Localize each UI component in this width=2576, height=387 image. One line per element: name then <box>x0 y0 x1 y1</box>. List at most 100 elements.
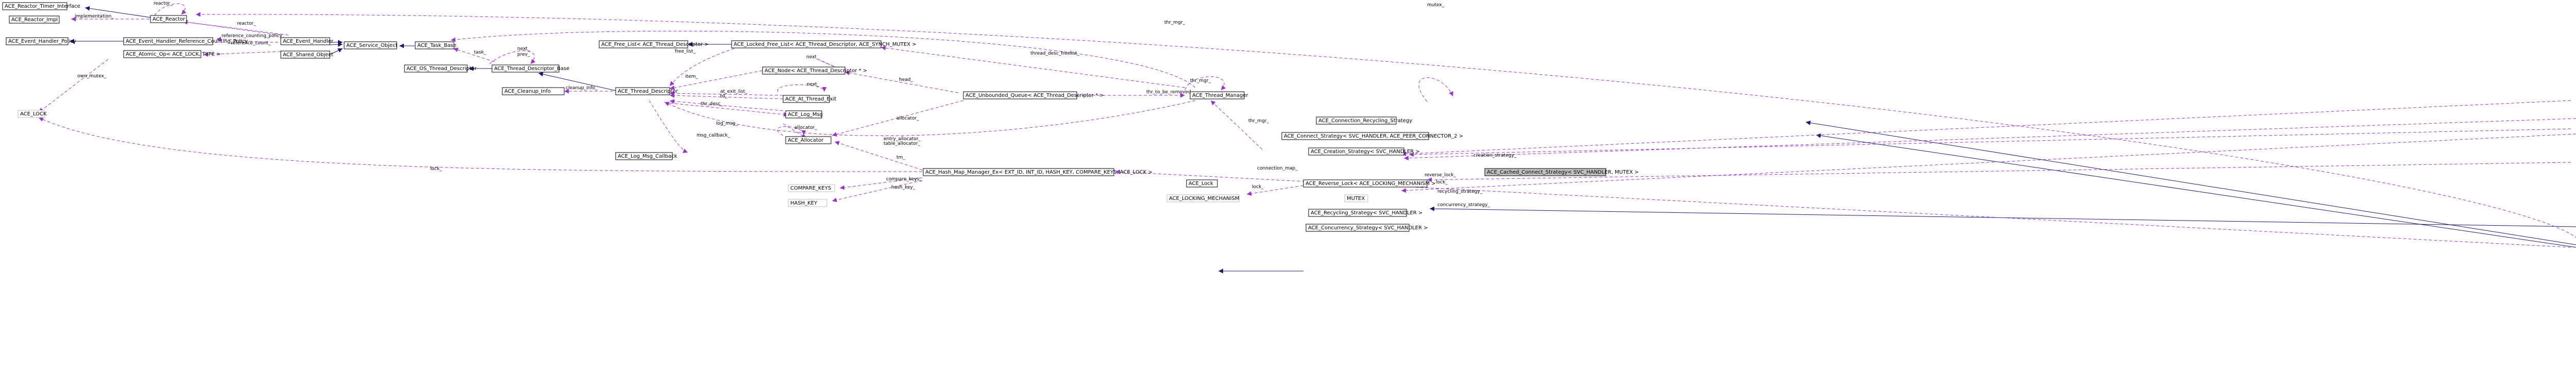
node-concurrency-strategy[interactable]: ACE_Concurrency_Strategy< SVC_HANDLER > <box>1306 224 1428 232</box>
usage-edges <box>38 3 2576 248</box>
svg-text:ACE_Recycling_Strategy< SVC_HA: ACE_Recycling_Strategy< SVC_HANDLER > <box>1311 210 1422 216</box>
node-creation-strategy[interactable]: ACE_Creation_Strategy< SVC_HANDLER > <box>1308 147 1420 156</box>
label-table-allocator: table_allocator_ <box>884 141 921 146</box>
edge-label-reactor-self: reactor_ <box>154 1 173 6</box>
svg-text:ACE_Cleanup_Info: ACE_Cleanup_Info <box>504 89 551 94</box>
svg-text:COMPARE_KEYS: COMPARE_KEYS <box>790 186 831 191</box>
edge-label-reference-count: reference_count_ <box>231 41 271 46</box>
edge-label-next-node: next_ <box>806 55 819 60</box>
svg-text:ACE_Reactor_Impl: ACE_Reactor_Impl <box>11 17 58 23</box>
edge-label-entry-allocator: entry_allocator_ table_allocator_ <box>884 137 922 146</box>
svg-text:ACE_Log_Msg: ACE_Log_Msg <box>788 112 823 117</box>
label-prev: prev_ <box>517 52 530 57</box>
edge-label-head: head_ <box>899 77 913 82</box>
svg-text:ACE_Event_Handler_Reference_Co: ACE_Event_Handler_Reference_Counting_Pol… <box>126 39 248 44</box>
node-cached-connect-strategy[interactable]: ACE_Cached_Connect_Strategy< SVC_HANDLER… <box>1484 168 1639 176</box>
node-thread-descriptor[interactable]: ACE_Thread_Descriptor <box>615 87 679 95</box>
node-reactor-timer-interface[interactable]: ACE_Reactor_Timer_Interface <box>2 2 80 10</box>
edge-label-reactor: reactor_ <box>237 21 256 26</box>
svg-text:ACE_LOCKING_MECHANISM: ACE_LOCKING_MECHANISM <box>1169 196 1239 201</box>
svg-text:ACE_Thread_Descriptor_Base: ACE_Thread_Descriptor_Base <box>494 66 569 72</box>
label-next: next_ <box>517 46 530 52</box>
node-hash-key[interactable]: HASH_KEY <box>788 199 827 207</box>
edge-label-allocator-uq: allocator_ <box>896 116 919 121</box>
edge-label-concurrency-strategy: concurrency_strategy_ <box>1437 203 1490 208</box>
edge-label-thr-desc: thr_desc_ <box>701 102 723 107</box>
node-free-list[interactable]: ACE_Free_List< ACE_Thread_Descriptor > <box>599 40 709 48</box>
svg-text:ACE_Cached_Connect_Strategy< S: ACE_Cached_Connect_Strategy< SVC_HANDLER… <box>1487 170 1639 175</box>
node-reactor-impl[interactable]: ACE_Reactor_Impl <box>9 15 60 24</box>
label-at-exit-list: at_exit_list_ <box>720 89 748 94</box>
svg-text:ACE_LOCK: ACE_LOCK <box>20 111 47 117</box>
node-allocator[interactable]: ACE_Allocator <box>785 136 832 144</box>
svg-text:ACE_Allocator: ACE_Allocator <box>788 138 824 143</box>
node-event-handler-ref-counting-policy[interactable]: ACE_Event_Handler_Reference_Counting_Pol… <box>123 37 248 45</box>
node-service-object[interactable]: ACE_Service_Object <box>344 41 398 49</box>
node-hash-map-manager[interactable]: ACE_Hash_Map_Manager_Ex< EXT_ID, INT_ID,… <box>923 168 1153 176</box>
edge-label-thr-to-be-removed: thr_to_be_removed_ <box>1146 90 1194 95</box>
svg-text:ACE_Node< ACE_Thread_Descripto: ACE_Node< ACE_Thread_Descriptor * > <box>765 68 867 74</box>
svg-text:HASH_KEY: HASH_KEY <box>790 200 818 206</box>
edge-label-next-prev: next_ prev_ <box>517 46 531 57</box>
edge-label-free-list: free_list_ <box>675 49 696 54</box>
svg-text:ACE_Shared_Object: ACE_Shared_Object <box>283 52 333 58</box>
node-atomic-op[interactable]: ACE_Atomic_Op< ACE_LOCK, TYPE > <box>123 50 221 58</box>
node-thread-descriptor-base[interactable]: ACE_Thread_Descriptor_Base <box>492 64 569 73</box>
node-log-msg-callback[interactable]: ACE_Log_Msg_Callback <box>615 152 677 160</box>
node-reverse-lock[interactable]: ACE_Reverse_Lock< ACE_LOCKING_MECHANISM … <box>1303 179 1436 188</box>
edge-labels: reactor_ implementation_ reactor_ refere… <box>75 1 1517 208</box>
edge-label-creation-strategy: creation_strategy_ <box>1473 153 1517 158</box>
node-mutex[interactable]: MUTEX <box>1344 194 1368 203</box>
edge-label-reverse-lock: reverse_lock_ <box>1425 173 1456 178</box>
edge-label-hash-key: hash_key_ <box>891 185 916 190</box>
node-at-thread-exit[interactable]: ACE_At_Thread_Exit <box>783 95 837 103</box>
edge-label-lock-mutex: lock_ <box>1436 180 1448 185</box>
edge-label-thr-mgr-creation: thr_mgr_ <box>1248 119 1269 124</box>
edge-label-lock-hash: lock_ <box>430 166 442 172</box>
svg-text:ACE_Locked_Free_List< ACE_Thre: ACE_Locked_Free_List< ACE_Thread_Descrip… <box>734 42 917 47</box>
svg-text:ACE_Unbounded_Queue< ACE_Threa: ACE_Unbounded_Queue< ACE_Thread_Descript… <box>965 93 1104 98</box>
svg-text:ACE_Event_Handler_Policy: ACE_Event_Handler_Policy <box>8 39 76 44</box>
node-thread-manager[interactable]: ACE_Thread_Manager <box>1190 91 1249 99</box>
edge-label-next-ate: next_ <box>807 82 820 87</box>
node-shared-object[interactable]: ACE_Shared_Object <box>280 51 333 59</box>
node-locked-free-list[interactable]: ACE_Locked_Free_List< ACE_Thread_Descrip… <box>731 40 917 48</box>
edge-label-at-exit-list: at_exit_list_ td_ <box>720 89 749 99</box>
edge-label-allocator-self: allocator_ <box>794 125 817 130</box>
node-connection-recycling-strategy[interactable]: ACE_Connection_Recycling_Strategy <box>1316 116 1412 125</box>
svg-text:ACE_Log_Msg_Callback: ACE_Log_Msg_Callback <box>618 154 677 159</box>
svg-text:ACE_Hash_Map_Manager_Ex< EXT_I: ACE_Hash_Map_Manager_Ex< EXT_ID, INT_ID,… <box>925 170 1153 175</box>
node-recycling-strategy[interactable]: ACE_Recycling_Strategy< SVC_HANDLER > <box>1308 209 1422 217</box>
edge-label-lock-reverse: lock_ <box>1252 184 1264 190</box>
node-ace-lock-class[interactable]: ACE_Lock <box>1186 179 1218 188</box>
edge-label-item: item_ <box>685 74 698 79</box>
node-unbounded-queue[interactable]: ACE_Unbounded_Queue< ACE_Thread_Descript… <box>963 91 1104 99</box>
node-log-msg[interactable]: ACE_Log_Msg <box>785 110 823 119</box>
label-td: td_ <box>720 94 727 99</box>
edge-label-thr-mgr-self: thr_mgr_ <box>1190 78 1211 83</box>
svg-text:ACE_Atomic_Op< ACE_LOCK, TYPE: ACE_Atomic_Op< ACE_LOCK, TYPE > <box>126 52 221 57</box>
node-locking-mechanism[interactable]: ACE_LOCKING_MECHANISM <box>1166 194 1240 203</box>
svg-text:ACE_OS_Thread_Descriptor: ACE_OS_Thread_Descriptor <box>406 66 477 72</box>
node-connect-strategy[interactable]: ACE_Connect_Strategy< SVC_HANDLER, ACE_P… <box>1281 132 1463 140</box>
node-os-thread-descriptor[interactable]: ACE_OS_Thread_Descriptor <box>404 64 477 73</box>
edge-label-task: task_ <box>474 50 486 55</box>
edge-label-compare-keys: compare_keys_ <box>886 177 922 182</box>
node-ace-lock[interactable]: ACE_LOCK <box>18 110 47 118</box>
label-entry-allocator: entry_allocator_ <box>884 137 921 142</box>
edge-label-mutex-self: mutex_ <box>1427 3 1445 8</box>
node-compare-keys[interactable]: COMPARE_KEYS <box>788 184 835 192</box>
svg-text:ACE_Thread_Descriptor: ACE_Thread_Descriptor <box>618 89 679 94</box>
node-task-base[interactable]: ACE_Task_Base <box>415 41 456 49</box>
nodes: ACE_Reactor_Timer_Interface ACE_Reactor_… <box>2 2 1639 232</box>
svg-text:ACE_Task_Base: ACE_Task_Base <box>417 43 456 48</box>
node-node-thread-descriptor[interactable]: ACE_Node< ACE_Thread_Descriptor * > <box>762 66 867 75</box>
edge-label-thread-desc-freelist: thread_desc_freelist_ <box>1030 51 1079 56</box>
node-event-handler-policy[interactable]: ACE_Event_Handler_Policy <box>6 37 76 45</box>
node-cleanup-info[interactable]: ACE_Cleanup_Info <box>502 87 565 95</box>
node-event-handler[interactable]: ACE_Event_Handler <box>280 37 334 45</box>
node-reactor[interactable]: ACE_Reactor <box>150 15 187 23</box>
edge-label-cleanup-info: cleanup_info_ <box>566 86 598 91</box>
svg-text:ACE_At_Thread_Exit: ACE_At_Thread_Exit <box>785 96 837 102</box>
